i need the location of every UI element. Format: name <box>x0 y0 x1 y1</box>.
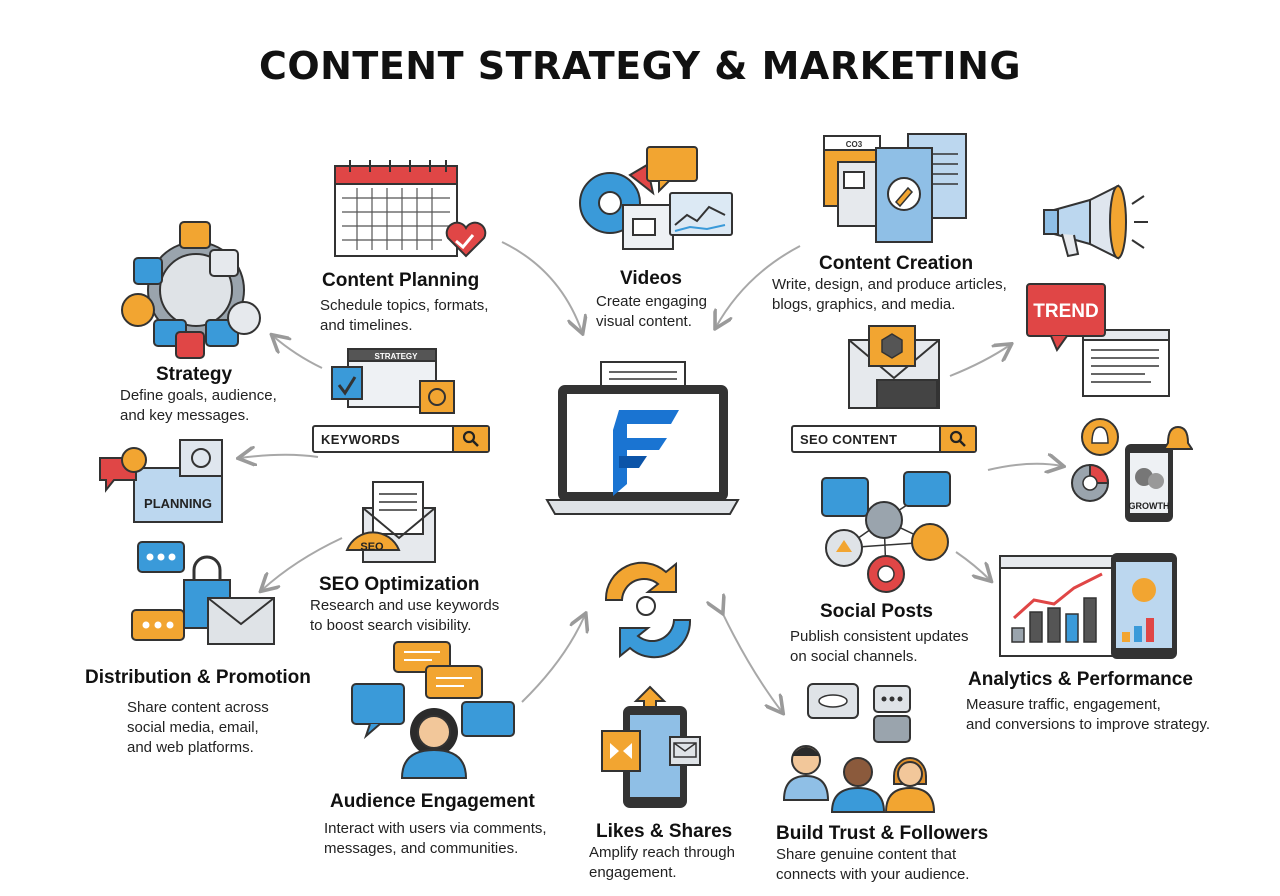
node-desc: Define goals, audience, <box>120 387 277 404</box>
node-desc: and key messages. <box>120 407 250 424</box>
analytics-dashboard-icon <box>999 553 1177 659</box>
node-title: Strategy <box>156 364 233 385</box>
node-desc: and timelines. <box>320 317 413 334</box>
arrow-creation-to-laptop <box>716 245 801 327</box>
strategy-node: Strategy Define goals, audience, and key… <box>120 364 310 426</box>
keywords-search-text: KEYWORDS <box>321 431 400 447</box>
analytics-node: Analytics & Performance Measure traffic,… <box>966 669 1256 735</box>
node-title: Audience Engagement <box>330 791 535 812</box>
search-icon <box>452 427 488 451</box>
arrow-planning-to-laptop <box>501 241 582 332</box>
node-title: Social Posts <box>820 601 933 622</box>
node-desc: messages, and communities. <box>324 840 519 857</box>
videos-node: Videos Create engaging visual content. <box>596 268 756 332</box>
refresh-loop-icon <box>604 561 692 659</box>
arrow-loop-to-trust <box>722 612 782 712</box>
planning-box-icon: PLANNING <box>99 439 223 523</box>
distribution-node: Distribution & Promotion Share content a… <box>85 667 345 758</box>
page-title: CONTENT STRATEGY & MARKETING <box>258 44 1022 88</box>
node-desc: engagement. <box>589 864 677 881</box>
node-desc: Interact with users via comments, <box>324 820 547 837</box>
node-desc: connects with your audience. <box>776 866 970 883</box>
content-creation-node: Content Creation Write, design, and prod… <box>772 253 1042 315</box>
likes-shares-node: Likes & Shares Amplify reach through eng… <box>589 821 769 883</box>
node-desc: and conversions to improve strategy. <box>966 716 1211 733</box>
node-desc: on social channels. <box>790 648 918 665</box>
node-desc: social media, email, <box>127 719 259 736</box>
arrow-keywords-to-strategy <box>273 336 323 369</box>
node-title: Content Planning <box>322 270 480 291</box>
node-desc: Share content across <box>127 699 269 716</box>
node-desc: Create engaging <box>596 293 707 310</box>
seo-content-search-text: SEO CONTENT <box>800 431 898 447</box>
node-desc: Measure traffic, engagement, <box>966 696 1161 713</box>
node-title: Videos <box>620 268 682 289</box>
node-title: Distribution & Promotion <box>85 667 311 688</box>
distribution-icons <box>131 541 275 645</box>
svg-text:GROWTH: GROWTH <box>1129 501 1170 511</box>
svg-text:SEO: SEO <box>360 541 384 553</box>
node-desc: visual content. <box>596 313 692 330</box>
social-posts-node: Social Posts Publish consistent updates … <box>790 601 1010 667</box>
node-title: SEO Optimization <box>319 574 480 595</box>
trend-report-icon: TREND <box>1026 283 1170 397</box>
svg-text:PLANNING: PLANNING <box>144 496 212 511</box>
arrow-envelope-to-trend <box>949 345 1010 377</box>
node-desc: Research and use keywords <box>310 597 500 614</box>
arrow-seo-to-distribution <box>262 537 343 590</box>
social-network-icon <box>821 471 951 593</box>
node-title: Content Creation <box>819 253 974 274</box>
node-desc: Write, design, and produce articles, <box>772 276 1007 293</box>
node-desc: Share genuine content that <box>776 846 957 863</box>
content-planning-node: Content Planning Schedule topics, format… <box>320 270 542 336</box>
arrow-seo-content-to-growth <box>987 464 1062 470</box>
build-trust-node: Build Trust & Followers Share genuine co… <box>776 823 1026 885</box>
calendar-icon <box>334 160 487 258</box>
node-title: Likes & Shares <box>596 821 733 842</box>
seo-optimization-node: SEO Optimization Research and use keywor… <box>310 574 540 636</box>
seo-content-search-bar: SEO CONTENT <box>791 425 977 453</box>
node-desc: to boost search visibility. <box>310 617 472 634</box>
video-media-icon <box>579 146 733 250</box>
email-badge-icon <box>848 325 940 409</box>
laptop-logo <box>545 361 740 515</box>
svg-text:CO3: CO3 <box>846 140 863 149</box>
documents-icon: CO3 <box>823 133 967 243</box>
likes-phone-icon <box>601 685 701 808</box>
search-icon <box>939 427 975 451</box>
megaphone-icon <box>1043 184 1148 260</box>
strategy-gear-icon <box>121 221 261 359</box>
community-people-icon <box>782 683 936 813</box>
node-desc: blogs, graphics, and media. <box>772 296 956 313</box>
node-title: Analytics & Performance <box>968 669 1193 690</box>
node-desc: Amplify reach through <box>589 844 735 861</box>
svg-text:TREND: TREND <box>1033 301 1098 322</box>
arrow-engagement-to-loop <box>521 615 585 703</box>
growth-phone-icon: GROWTH <box>1071 418 1193 522</box>
seo-envelope-icon: SEO <box>345 481 436 563</box>
node-desc: Schedule topics, formats, <box>320 297 489 314</box>
audience-engagement-node: Audience Engagement Interact with users … <box>324 791 584 859</box>
arrow-seo-to-planning <box>240 455 319 458</box>
keywords-search-bar: KEYWORDS <box>312 425 490 453</box>
node-desc: and web platforms. <box>127 739 254 756</box>
node-title: Build Trust & Followers <box>776 823 989 844</box>
node-desc: Publish consistent updates <box>790 628 969 645</box>
audience-chat-icon <box>351 641 515 779</box>
svg-text:STRATEGY: STRATEGY <box>375 352 419 361</box>
arrow-social-to-analytics <box>955 551 990 580</box>
strategy-board-icon: STRATEGY <box>331 348 455 414</box>
